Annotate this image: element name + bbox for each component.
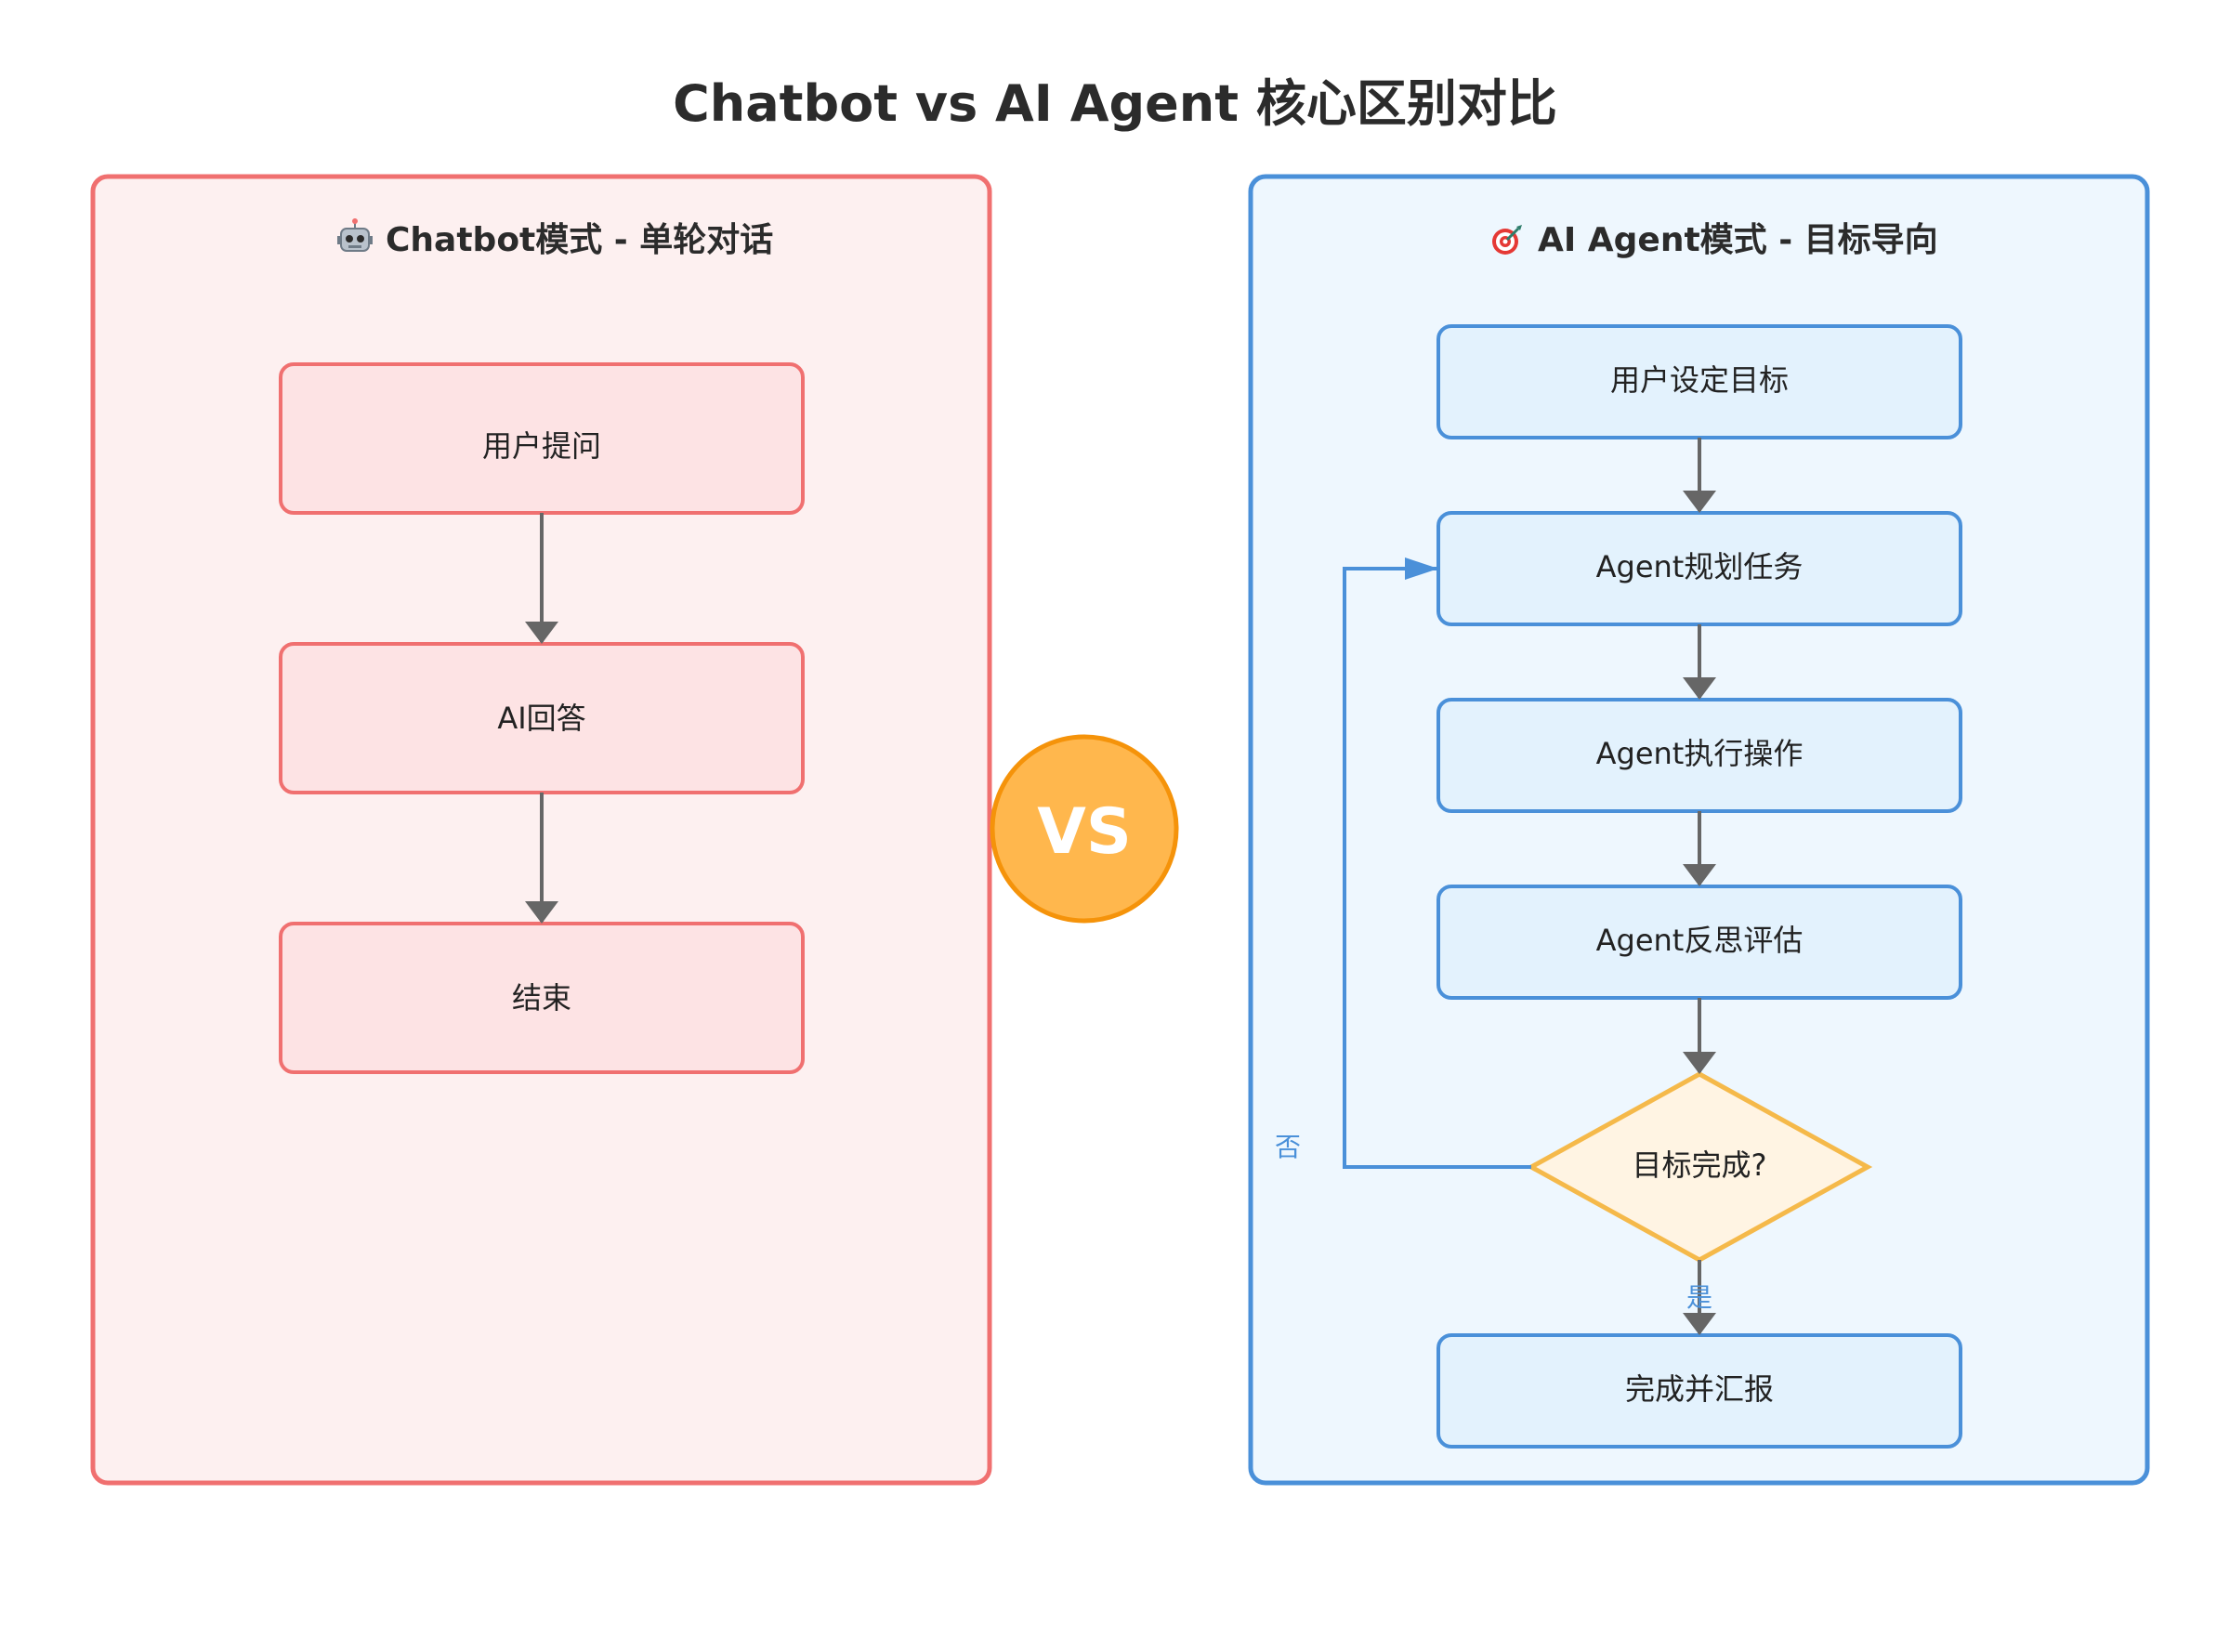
vs-label: VS [1037,795,1132,869]
agent-decision-goal-done: 目标完成? [1526,1071,1873,1263]
agent-node-finish-label: 完成并汇报 [1625,1371,1774,1407]
chatbot-node-end: 结束 [279,922,805,1074]
agent-node-plan-label: Agent规划任务 [1596,549,1804,584]
chatbot-node-answer: AI回答 [279,642,805,794]
chatbot-node-end-label: 结束 [512,980,571,1016]
robot-icon [337,218,373,252]
agent-node-reflect-label: Agent反思评估 [1596,923,1804,958]
chatbot-panel-title: Chatbot模式 - 单轮对话 [386,221,773,259]
chatbot-panel: Chatbot模式 - 单轮对话 用户提问 AI回答 结束 [90,174,992,1486]
agent-yes-label: 是 [1686,1282,1712,1313]
agent-node-plan: Agent规划任务 [1436,511,1962,626]
vs-badge: VS [990,734,1179,924]
agent-node-set-goal: 用户设定目标 [1436,324,1962,439]
agent-no-label: 否 [1275,1132,1301,1162]
target-icon [1492,225,1522,255]
agent-node-execute: Agent执行操作 [1436,698,1962,813]
agent-decision-label: 目标完成? [1633,1147,1767,1183]
agent-node-reflect: Agent反思评估 [1436,885,1962,1000]
agent-panel: AI Agent模式 - 目标导向 用户设定目标 Agent规划任务 Agent… [1248,174,2150,1486]
agent-node-finish-report: 完成并汇报 [1436,1333,1962,1449]
agent-panel-title: AI Agent模式 - 目标导向 [1538,221,1938,259]
agent-node-execute-label: Agent执行操作 [1596,736,1804,771]
agent-node-set-goal-label: 用户设定目标 [1610,362,1789,398]
page-title: Chatbot vs AI Agent 核心区别对比 [673,74,1557,133]
chatbot-node-answer-label: AI回答 [497,701,585,736]
chatbot-node-ask-label: 用户提问 [482,428,601,464]
agent-loop-arrow [1343,557,1531,1169]
chatbot-node-ask: 用户提问 [279,362,805,515]
